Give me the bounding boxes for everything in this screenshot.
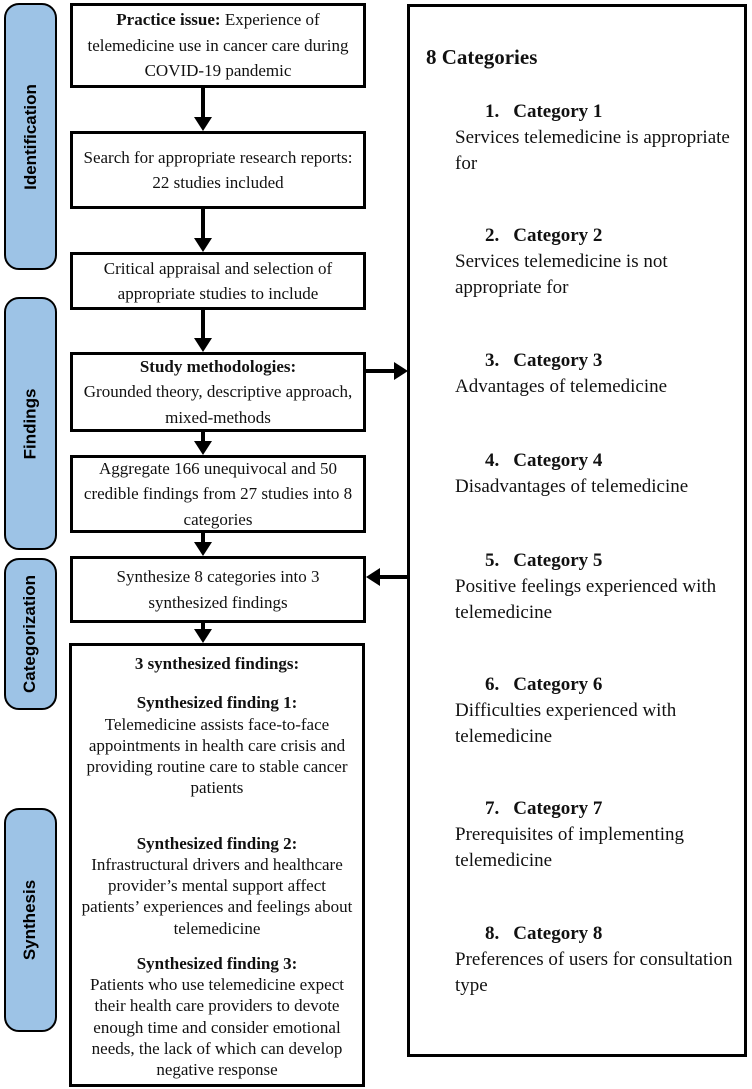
category-3-heading: 3. Category 3 xyxy=(455,348,737,374)
category-1-description: Services telemedicine is appropriate for xyxy=(455,127,730,174)
category-4-name: Category 4 xyxy=(513,450,603,471)
category-6-name: Category 6 xyxy=(513,674,603,695)
category-2-name: Category 2 xyxy=(513,225,603,246)
category-2-description: Services telemedicine is not appropriate… xyxy=(455,251,668,298)
category-8-name: Category 8 xyxy=(513,923,603,944)
stage-findings-label: Findings xyxy=(20,388,40,459)
arrow-down-icon xyxy=(194,629,212,643)
category-1-number: 1. xyxy=(485,101,500,122)
synthesized-finding-3: Synthesized finding 3: Patients who use … xyxy=(80,953,354,1081)
category-3-name: Category 3 xyxy=(513,350,603,371)
categories-panel-title: 8 Categories xyxy=(426,45,538,69)
arrow-down-icon xyxy=(194,441,212,455)
synthesized-finding-1-body: Telemedicine assists face-to-face appoin… xyxy=(86,714,348,798)
category-item-4: 4. Category 4 Disadvantages of telemedici… xyxy=(455,448,737,500)
flow-box-aggregate: Aggregate 166 unequivocal and 50 credibl… xyxy=(70,455,366,533)
category-8-description: Preferences of users for consultation ty… xyxy=(455,949,733,996)
synthesize-text: Synthesize 8 categories into 3 synthesiz… xyxy=(116,567,320,612)
arrow-line xyxy=(201,623,205,629)
critical-appraisal-text: Critical appraisal and selection of appr… xyxy=(103,258,333,304)
flow-box-synthesize: Synthesize 8 categories into 3 synthesiz… xyxy=(70,556,366,623)
synthesized-finding-2-title: Synthesized finding 2: xyxy=(136,833,298,853)
synthesized-finding-1-title: Synthesized finding 1: xyxy=(136,693,298,713)
category-8-heading: 8. Category 8 xyxy=(455,921,737,947)
category-3-description: Advantages of telemedicine xyxy=(455,376,668,397)
practice-issue-text: Practice issue: Experience of telemedici… xyxy=(81,7,355,84)
stage-identification: Identification xyxy=(4,3,57,270)
categories-panel: 8 Categories 1. Category 1 Services telem… xyxy=(407,4,747,1057)
category-6-description: Difficulties experienced with telemedici… xyxy=(455,700,677,747)
category-1-heading: 1. Category 1 xyxy=(455,99,737,125)
arrow-line xyxy=(366,369,394,373)
stage-categorization-label: Categorization xyxy=(20,574,40,694)
category-6-number: 6. xyxy=(485,674,500,695)
stage-synthesis: Synthesis xyxy=(4,808,57,1032)
stage-categorization: Categorization xyxy=(4,558,57,710)
category-3-number: 3. xyxy=(485,350,500,371)
category-item-3: 3. Category 3 Advantages of telemedicine xyxy=(455,348,737,400)
flow-box-practice-issue: Practice issue: Experience of telemedici… xyxy=(70,3,366,88)
category-7-name: Category 7 xyxy=(513,798,603,819)
category-2-number: 2. xyxy=(485,225,500,246)
synthesized-finding-2-body: Infrastructural drivers and healthcare p… xyxy=(81,854,353,938)
category-item-7: 7. Category 7 Prerequisites of implementi… xyxy=(455,796,737,874)
stage-findings: Findings xyxy=(4,297,57,550)
stage-synthesis-label: Synthesis xyxy=(20,879,40,961)
arrow-left-icon xyxy=(366,568,380,586)
stage-identification-label: Identification xyxy=(20,83,40,190)
category-5-heading: 5. Category 5 xyxy=(455,548,737,574)
arrow-down-icon xyxy=(194,238,212,252)
practice-issue-body: Experience of telemedicine use in cancer… xyxy=(87,10,349,81)
category-5-name: Category 5 xyxy=(513,550,603,571)
arrow-down-icon xyxy=(194,542,212,556)
flow-box-search: Search for appropriate research reports:… xyxy=(70,131,366,209)
category-item-8: 8. Category 8 Preferences of users for co… xyxy=(455,921,737,999)
category-item-5: 5. Category 5 Positive feelings experienc… xyxy=(455,548,737,626)
category-5-number: 5. xyxy=(485,550,500,571)
synthesized-findings-heading: 3 synthesized findings: xyxy=(134,654,300,673)
arrow-line xyxy=(201,209,205,238)
study-methodologies-body: Grounded theory, descriptive approach, m… xyxy=(83,382,353,427)
study-methodologies-title: Study methodologies: xyxy=(139,356,297,376)
arrow-line xyxy=(201,432,205,441)
arrow-line xyxy=(380,575,408,579)
category-4-heading: 4. Category 4 xyxy=(455,448,737,474)
flow-box-study-methodologies: Study methodologies: Grounded theory, de… xyxy=(70,352,366,432)
category-7-heading: 7. Category 7 xyxy=(455,796,737,822)
category-4-description: Disadvantages of telemedicine xyxy=(455,476,689,497)
practice-issue-title: Practice issue: xyxy=(116,10,221,30)
category-item-2: 2. Category 2 Services telemedicine is no… xyxy=(455,223,737,301)
synthesized-finding-2: Synthesized finding 2: Infrastructural d… xyxy=(80,833,354,939)
search-text: Search for appropriate research reports:… xyxy=(83,147,353,193)
category-5-description: Positive feelings experienced with telem… xyxy=(455,576,717,623)
category-6-heading: 6. Category 6 xyxy=(455,672,737,698)
category-7-number: 7. xyxy=(485,798,500,819)
category-8-number: 8. xyxy=(485,923,500,944)
category-item-6: 6. Category 6 Difficulties experienced wi… xyxy=(455,672,737,750)
synthesized-finding-3-title: Synthesized finding 3: xyxy=(136,953,298,973)
arrow-line xyxy=(201,88,205,117)
synthesized-finding-1: Synthesized finding 1: Telemedicine assi… xyxy=(80,692,354,798)
arrow-down-icon xyxy=(194,338,212,352)
category-item-1: 1. Category 1 Services telemedicine is ap… xyxy=(455,99,737,177)
category-4-number: 4. xyxy=(485,450,500,471)
arrow-right-icon xyxy=(394,362,408,380)
flow-box-critical-appraisal: Critical appraisal and selection of appr… xyxy=(70,252,366,310)
flow-box-synthesized-findings: 3 synthesized findings: Synthesized find… xyxy=(69,643,365,1087)
synthesized-finding-3-body: Patients who use telemedicine expect the… xyxy=(90,975,344,1079)
category-7-description: Prerequisites of implementing telemedici… xyxy=(455,824,685,871)
category-1-name: Category 1 xyxy=(513,101,603,122)
arrow-down-icon xyxy=(194,117,212,131)
category-2-heading: 2. Category 2 xyxy=(455,223,737,249)
arrow-line xyxy=(201,310,205,338)
aggregate-text: Aggregate 166 unequivocal and 50 credibl… xyxy=(83,458,353,529)
arrow-line xyxy=(201,533,205,542)
